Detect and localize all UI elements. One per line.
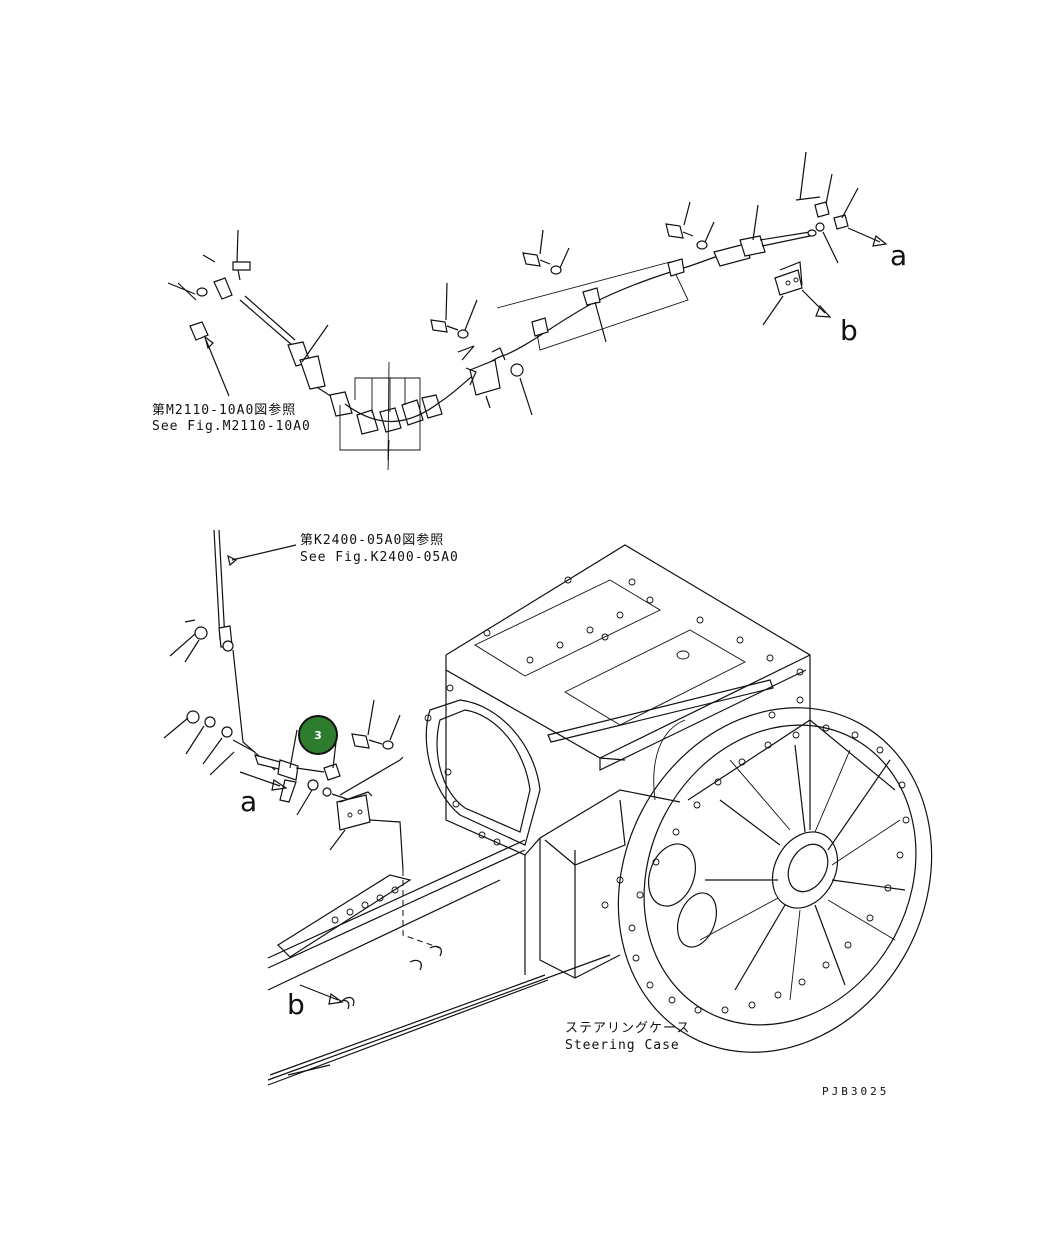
marker-b-upper: b xyxy=(840,314,858,347)
lower-reference-jp: 第K2400-05A0図参照 xyxy=(300,533,445,548)
marker-a-lower: a xyxy=(240,785,258,818)
upper-reference-jp: 第M2110-10A0図参照 xyxy=(152,403,297,418)
marker-b-lower: b xyxy=(287,988,305,1021)
marker-a-upper: a xyxy=(890,239,908,272)
steering-case-label-en: Steering Case xyxy=(565,1038,680,1053)
callout-badge[interactable]: 3 xyxy=(298,715,338,755)
lower-reference-en: See Fig.K2400-05A0 xyxy=(300,550,459,565)
upper-reference-en: See Fig.M2110-10A0 xyxy=(152,419,311,434)
drawing-code: PJB3025 xyxy=(822,1085,890,1098)
steering-case-label-jp: ステアリングケース xyxy=(565,1021,691,1036)
upper-cable-assembly xyxy=(167,151,888,471)
lower-linkage-assembly xyxy=(163,529,933,1086)
